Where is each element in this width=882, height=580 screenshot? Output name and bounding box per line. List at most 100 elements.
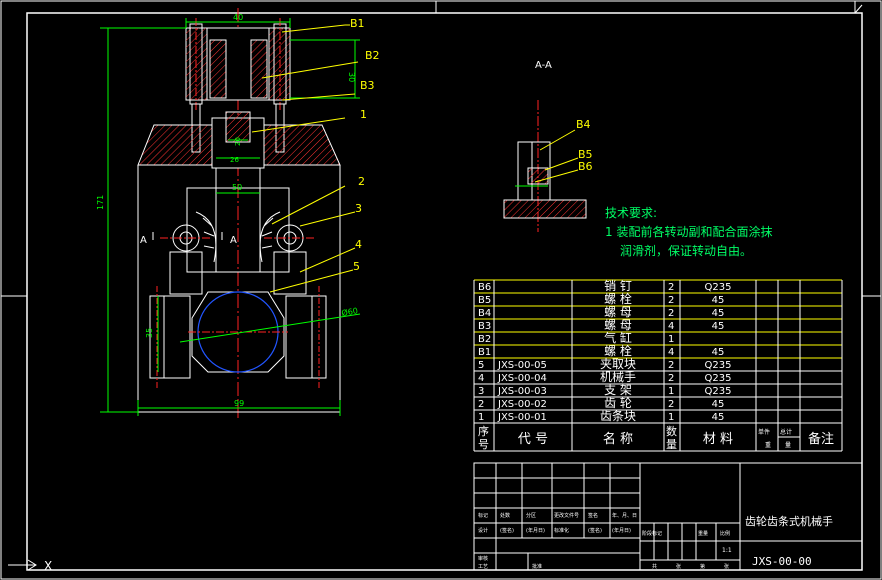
part-code: JXS-00-03: [497, 386, 547, 397]
part-qty: 1: [668, 386, 674, 397]
part-name: 机械手: [600, 369, 636, 384]
header-code: 代 号: [518, 432, 548, 447]
part-no: 2: [478, 399, 484, 410]
tech-req-title: 技术要求:: [605, 206, 657, 220]
frame-tick-corner: [854, 4, 863, 14]
part-no: B6: [478, 282, 491, 293]
callout-1: 1: [360, 108, 367, 121]
gear-teeth-right: [261, 217, 274, 249]
part-material: Q235: [705, 282, 732, 293]
label-approve: 批准: [532, 563, 542, 570]
rack-nut: [225, 111, 251, 143]
section-view: A-A B4 B5 B6: [503, 60, 593, 232]
part-qty: 4: [668, 321, 674, 332]
part-no: 1: [478, 412, 484, 423]
gear-arc-right: [259, 211, 281, 263]
part-material: 45: [712, 295, 725, 306]
part-no: B5: [478, 295, 491, 306]
section-mark-left: A: [140, 235, 147, 246]
part-code: JXS-00-04: [497, 373, 547, 384]
label-sheet-unit: 张: [676, 563, 681, 570]
dimension-lines: [100, 18, 361, 416]
callout-3: 3: [355, 202, 362, 215]
label-standard-date: (年月日): [612, 527, 631, 534]
arm-right: [273, 251, 307, 295]
part-no: 5: [478, 360, 484, 371]
label-count: 处数: [500, 512, 510, 519]
label-zone: 分区: [526, 512, 536, 519]
part-qty: 2: [668, 373, 674, 384]
section-leaders: [534, 129, 579, 183]
callout-b4: B4: [576, 118, 591, 131]
label-process: 工艺: [478, 564, 488, 570]
tech-req-line-1: 1 装配前各转动副和配合面涂抹: [605, 224, 772, 239]
drawing-name: 齿轮齿条式机械手: [745, 514, 833, 528]
ucs-icon: [8, 559, 37, 571]
dim-40: 40: [233, 13, 243, 22]
ucs-label: X: [44, 559, 52, 573]
dim-26: 26: [230, 156, 239, 164]
header-no-1: 序: [478, 424, 489, 438]
callout-5: 5: [353, 260, 360, 273]
header-remark: 备注: [808, 431, 834, 447]
gear-arc-left: [195, 211, 217, 263]
part-no: B2: [478, 334, 491, 345]
header-weight-single: 单件: [758, 428, 770, 436]
part-qty: 2: [668, 295, 674, 306]
callout-2: 2: [358, 175, 365, 188]
part-material: 45: [712, 308, 725, 319]
part-name: 螺 母: [604, 305, 632, 319]
part-no: 3: [478, 386, 484, 397]
part-material: 45: [712, 321, 725, 332]
part-no: 4: [478, 373, 484, 384]
part-qty: 4: [668, 347, 674, 358]
part-material: 45: [712, 412, 725, 423]
label-weight: 重量: [698, 530, 708, 537]
callout-b3: B3: [360, 79, 375, 92]
gripper-right: [285, 295, 326, 379]
header-weight-total: 总计: [780, 428, 792, 436]
dim-99: 99: [234, 399, 244, 408]
part-no: B3: [478, 321, 491, 332]
part-name: 气 缸: [604, 330, 632, 345]
label-sheet-unit2: 张: [724, 563, 729, 570]
part-no: B4: [478, 308, 491, 319]
scale-value: 1:1: [722, 547, 732, 554]
part-name: 齿条块: [600, 409, 636, 423]
part-material: 45: [712, 399, 725, 410]
part-code: JXS-00-01: [497, 412, 547, 423]
inner-frame: [26, 12, 863, 571]
callout-b6: B6: [578, 160, 593, 173]
label-design-date: (年月日): [526, 527, 545, 534]
header-weight-1: 重: [765, 441, 771, 449]
part-qty: 2: [668, 399, 674, 410]
label-sheet-total: 共: [652, 563, 657, 570]
part-material: 45: [712, 347, 725, 358]
arm-left: [169, 251, 203, 295]
label-sheet-no: 第: [700, 563, 705, 570]
header-material: 材 料: [703, 432, 733, 447]
callout-b1: B1: [350, 17, 365, 30]
header-name: 名 称: [603, 431, 633, 447]
gear-teeth-left: [202, 217, 215, 249]
part-material: Q235: [705, 373, 732, 384]
part-name: 夹取块: [600, 357, 636, 371]
label-scale: 比例: [720, 530, 730, 537]
part-name: 螺 母: [604, 318, 632, 332]
part-code: JXS-00-05: [497, 360, 547, 371]
header-qty-1: 数: [666, 425, 677, 438]
leader-lines: [251, 24, 359, 293]
callout-4: 4: [355, 238, 362, 251]
dim-35: 35: [145, 328, 154, 338]
cylinder-piston-r: [250, 39, 268, 99]
rack-bar: [215, 187, 261, 273]
header-no-2: 号: [478, 438, 489, 451]
part-qty: 1: [668, 334, 674, 345]
part-material: Q235: [705, 386, 732, 397]
dim-171: 171: [96, 195, 105, 210]
part-code: JXS-00-02: [497, 399, 547, 410]
part-no: B1: [478, 347, 491, 358]
label-audit: 审核: [478, 555, 488, 562]
title-block-text: 齿轮齿条式机械手 JXS-00-00 1:1 标记 处数 分区 更改文件号 签名…: [478, 512, 833, 570]
